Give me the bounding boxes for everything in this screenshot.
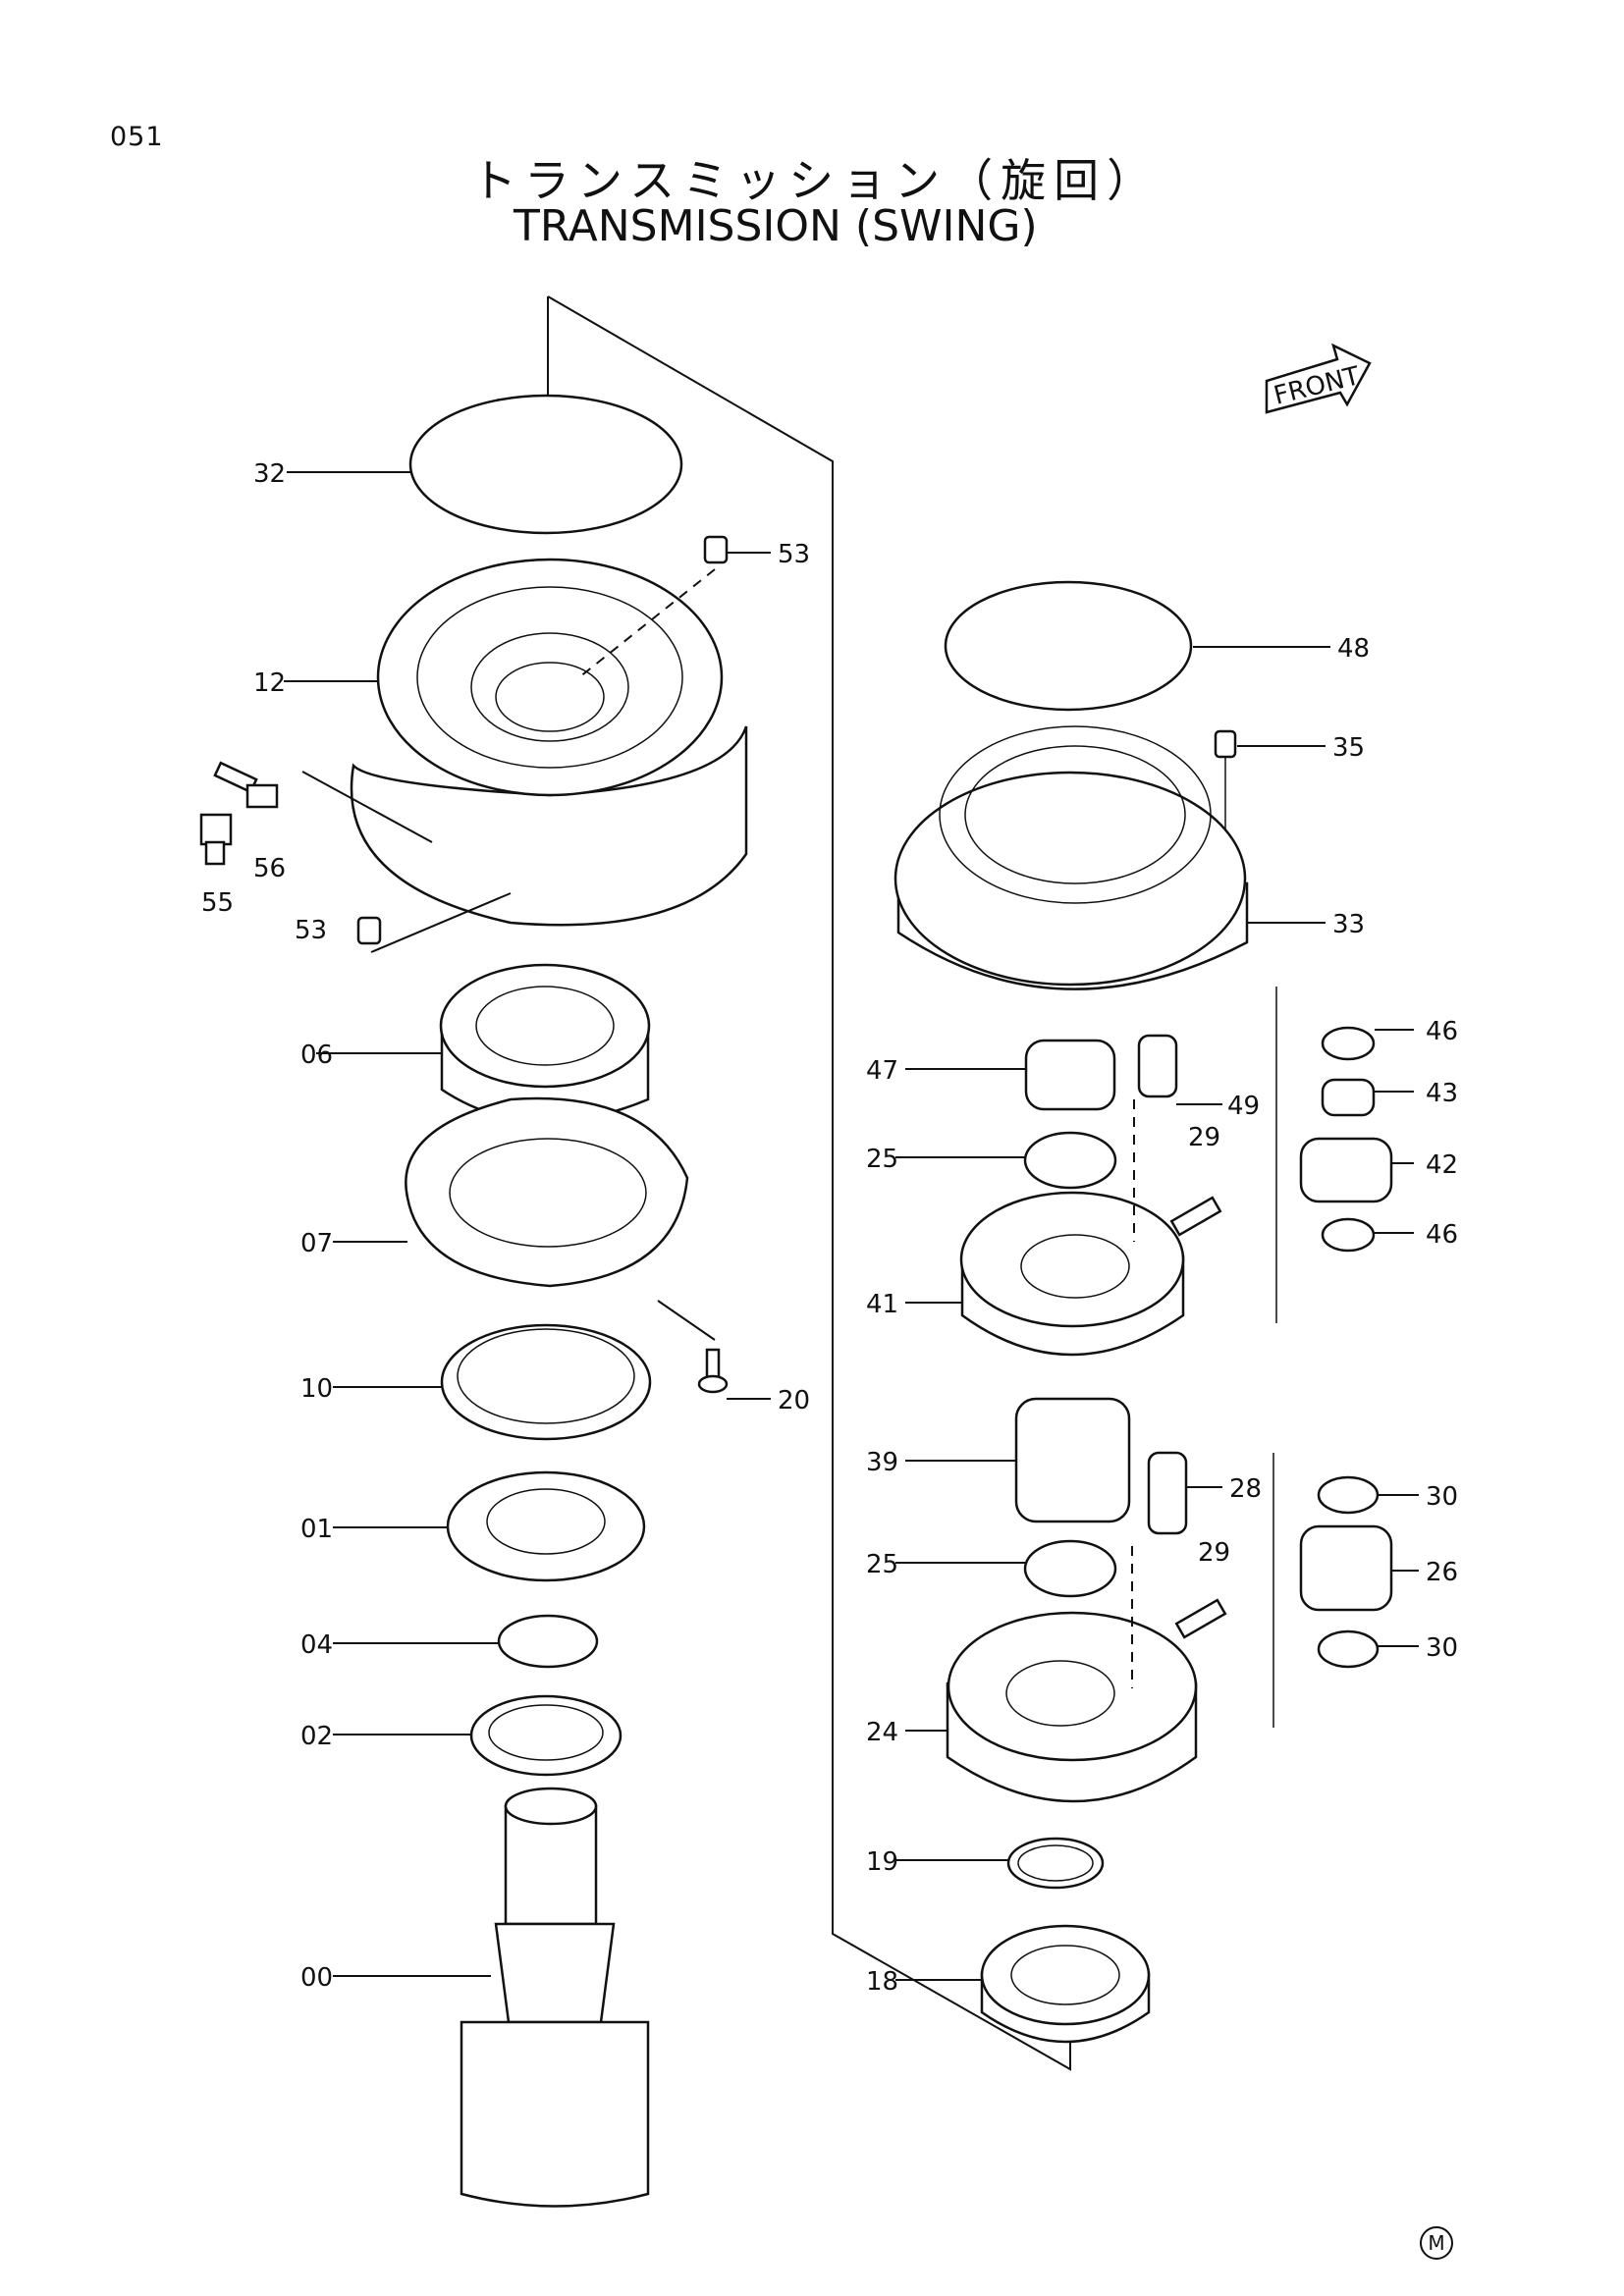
callout-42: 42 <box>1426 1150 1458 1180</box>
callout-30-top: 30 <box>1426 1482 1458 1512</box>
part-32-oring <box>408 394 683 535</box>
part-53a-plug <box>703 535 729 564</box>
callout-32: 32 <box>253 459 286 489</box>
callout-53-bottom: 53 <box>295 916 327 945</box>
title-english: TRANSMISSION (SWING) <box>514 201 1038 251</box>
callout-25-top: 25 <box>866 1145 898 1174</box>
callout-55: 55 <box>201 888 234 918</box>
callout-01: 01 <box>300 1515 333 1544</box>
part-04-oring <box>497 1614 599 1669</box>
callout-56: 56 <box>253 854 286 883</box>
callout-49: 49 <box>1227 1092 1260 1121</box>
part-24-carrier <box>946 1611 1198 1803</box>
part-46a-ring <box>1321 1026 1376 1061</box>
callout-24: 24 <box>866 1718 898 1747</box>
callout-35: 35 <box>1332 733 1365 763</box>
callout-28: 28 <box>1229 1474 1262 1504</box>
callout-41: 41 <box>866 1290 898 1319</box>
callout-07: 07 <box>300 1229 333 1258</box>
callout-labels: 32 53 12 56 55 53 06 07 20 10 01 04 02 0… <box>201 459 1458 1997</box>
callout-19: 19 <box>866 1847 898 1877</box>
m-mark-icon: M <box>1420 2226 1453 2260</box>
callout-29-bottom: 29 <box>1198 1538 1230 1568</box>
page-number: 051 <box>110 122 164 152</box>
part-07-cover <box>405 1096 689 1288</box>
callout-04: 04 <box>300 1630 333 1660</box>
part-49-pin <box>1137 1034 1178 1098</box>
part-33-ring-gear <box>893 725 1249 990</box>
part-26-gear <box>1299 1524 1393 1612</box>
front-arrow-icon: FRONT <box>1265 343 1372 414</box>
leader-lines <box>284 471 1419 1981</box>
part-25b-washer <box>1023 1539 1117 1598</box>
part-41-carrier <box>959 1191 1185 1357</box>
part-30b-ring <box>1317 1629 1380 1669</box>
part-47-gear <box>1024 1039 1116 1111</box>
callout-10: 10 <box>300 1374 333 1404</box>
part-00-pinion-shaft <box>460 1787 650 2208</box>
part-55-plug <box>199 813 233 866</box>
part-01-collar <box>446 1470 646 1582</box>
callout-53-top: 53 <box>778 540 810 569</box>
part-56-valve <box>213 761 279 809</box>
part-42-gear <box>1299 1137 1393 1203</box>
part-48-oring <box>944 580 1193 712</box>
callout-12: 12 <box>253 668 286 698</box>
part-06-bearing <box>439 963 651 1123</box>
part-43-bearing <box>1321 1078 1376 1117</box>
callout-18: 18 <box>866 1967 898 1997</box>
part-02-ring <box>469 1694 623 1777</box>
part-30a-ring <box>1317 1475 1380 1515</box>
part-46b-ring <box>1321 1217 1376 1253</box>
callout-39: 39 <box>866 1448 898 1477</box>
part-10-seal <box>440 1323 652 1441</box>
title-japanese: トランスミッション（旋回） <box>471 154 1161 207</box>
callout-33: 33 <box>1332 910 1365 939</box>
callout-06: 06 <box>300 1041 333 1070</box>
callout-20: 20 <box>778 1386 810 1415</box>
part-29a-pin <box>1169 1196 1222 1237</box>
part-12-housing <box>350 558 748 927</box>
callout-25-bottom: 25 <box>866 1550 898 1579</box>
part-20-bolt <box>697 1348 729 1394</box>
callout-46-bottom: 46 <box>1426 1220 1458 1250</box>
callout-47: 47 <box>866 1056 898 1086</box>
part-18-bearing <box>980 1924 1151 2044</box>
part-53b-plug <box>356 916 382 945</box>
callout-02: 02 <box>300 1722 333 1751</box>
callout-00: 00 <box>300 1963 333 1993</box>
callout-26: 26 <box>1426 1558 1458 1587</box>
part-19-snap-ring <box>1006 1837 1105 1890</box>
part-25a-washer <box>1023 1131 1117 1190</box>
callout-43: 43 <box>1426 1079 1458 1108</box>
callout-30-bottom: 30 <box>1426 1633 1458 1663</box>
callout-46-top: 46 <box>1426 1017 1458 1046</box>
callout-29-top: 29 <box>1188 1123 1220 1152</box>
hidden-assembly-lines <box>301 568 1135 1688</box>
part-28-pin <box>1147 1451 1188 1535</box>
part-29b-pin <box>1174 1598 1227 1639</box>
part-39-gear <box>1014 1397 1131 1523</box>
callout-48: 48 <box>1337 634 1370 664</box>
